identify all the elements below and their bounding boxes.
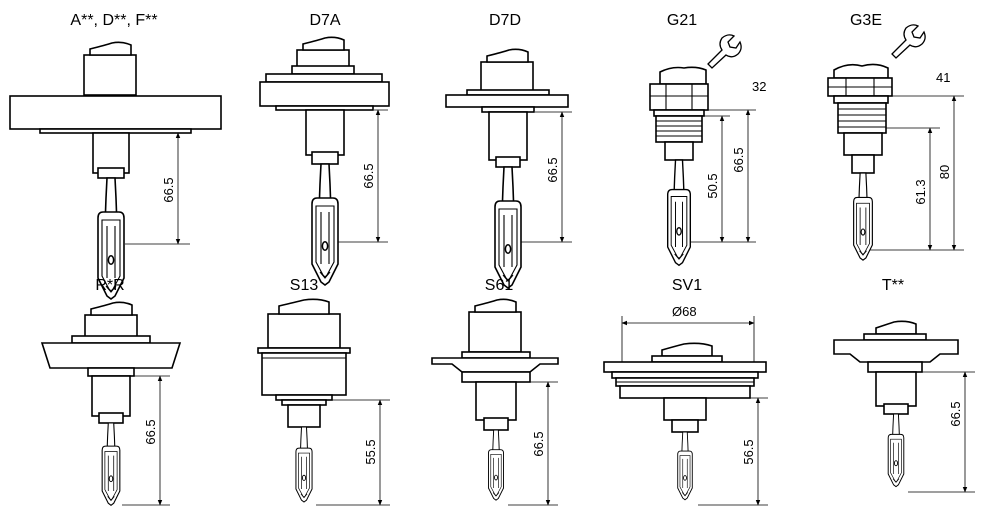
variant-t: T** 66.5 xyxy=(833,277,975,493)
variant-rr: R*R 66.5 xyxy=(40,277,182,506)
dimension-label: 50.5 xyxy=(705,173,720,198)
dimension-label: 66.5 xyxy=(361,163,376,188)
dimension-label: 66.5 xyxy=(161,177,176,202)
variant-s61: S61 66.5 xyxy=(431,277,559,506)
variant-title: D7D xyxy=(489,12,521,29)
variant-title: G21 xyxy=(667,12,697,29)
wrench-icon xyxy=(707,34,742,69)
variant-g3e: G3E 41 61.3 80 xyxy=(827,12,964,261)
variant-afd: A**, D**, F** 66.5 xyxy=(9,12,222,300)
variant-title: D7A xyxy=(309,12,340,29)
variant-title: S13 xyxy=(290,277,319,294)
dimension-label: 66.5 xyxy=(531,431,546,456)
variant-title: A**, D**, F** xyxy=(70,12,157,29)
dimension-label: 66.5 xyxy=(731,147,746,172)
dimension-label: 55.5 xyxy=(363,439,378,464)
dimension-label: 66.5 xyxy=(545,157,560,182)
dimension-label: 80 xyxy=(937,165,952,179)
variant-title: T** xyxy=(882,277,904,294)
variant-sv1: SV1 Ø68 56.5 xyxy=(603,277,768,506)
variant-d7a: D7A 66.5 xyxy=(259,12,390,286)
dimension-label: 66.5 xyxy=(143,419,158,444)
wrench-size-label: 41 xyxy=(936,70,950,85)
variant-s13: S13 55.5 xyxy=(257,277,390,506)
variant-g21: G21 32 50.5 66.5 xyxy=(649,12,766,266)
wrench-size-label: 32 xyxy=(752,79,766,94)
diameter-label: Ø68 xyxy=(672,304,697,319)
wrench-icon xyxy=(891,24,926,59)
variant-d7d: D7D 66.5 xyxy=(445,12,572,289)
variant-title: SV1 xyxy=(672,277,702,294)
dimension-label: 66.5 xyxy=(948,401,963,426)
variant-title: S61 xyxy=(485,277,514,294)
variant-title: R*R xyxy=(95,277,124,294)
dimension-label: 56.5 xyxy=(741,439,756,464)
variant-title: G3E xyxy=(850,12,882,29)
dimension-label: 61.3 xyxy=(913,179,928,204)
